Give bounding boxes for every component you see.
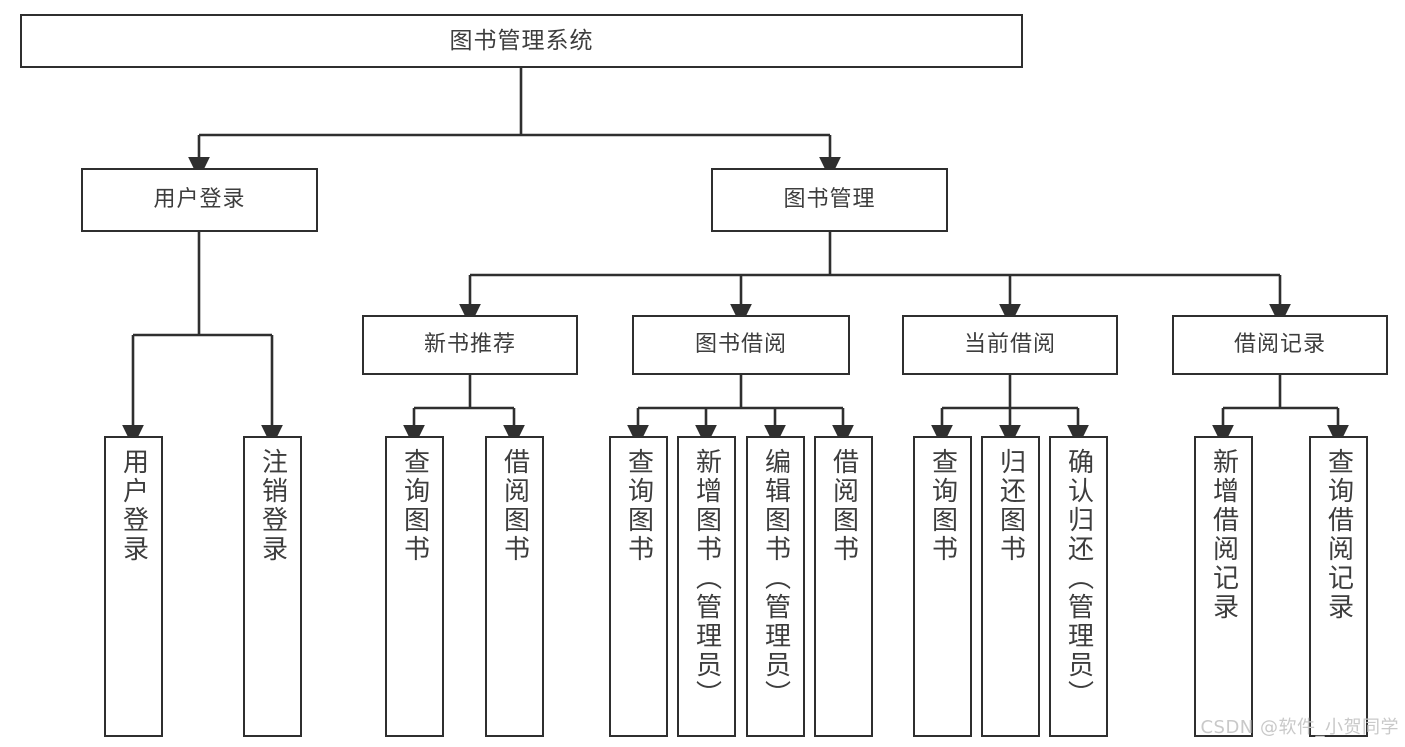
leaf-borrow-book-recommend[interactable]: 借阅图书 xyxy=(485,436,544,737)
node-label: 确认归还（管理员） xyxy=(1063,448,1094,709)
node-book-management[interactable]: 图书管理 xyxy=(711,168,948,232)
node-new-book-recommend[interactable]: 新书推荐 xyxy=(362,315,578,375)
node-label: 图书管理系统 xyxy=(449,27,594,54)
node-label: 借阅图书 xyxy=(828,448,859,564)
leaf-add-borrow-record[interactable]: 新增借阅记录 xyxy=(1194,436,1253,737)
leaf-borrow-book[interactable]: 借阅图书 xyxy=(814,436,873,737)
node-label: 用户登录 xyxy=(118,448,149,564)
node-label: 查询图书 xyxy=(399,448,430,564)
node-label: 图书管理 xyxy=(783,187,876,213)
leaf-return-book[interactable]: 归还图书 xyxy=(981,436,1040,737)
node-label: 借阅图书 xyxy=(499,448,530,564)
leaf-query-book-borrow[interactable]: 查询图书 xyxy=(609,436,668,737)
node-label: 新书推荐 xyxy=(423,332,516,358)
leaf-query-book-recommend[interactable]: 查询图书 xyxy=(385,436,444,737)
leaf-add-book-admin[interactable]: 新增图书（管理员） xyxy=(677,436,736,737)
node-current-borrow[interactable]: 当前借阅 xyxy=(902,315,1118,375)
leaf-user-login[interactable]: 用户登录 xyxy=(104,436,163,737)
node-book-borrow[interactable]: 图书借阅 xyxy=(632,315,850,375)
leaf-query-book-current[interactable]: 查询图书 xyxy=(913,436,972,737)
node-user-login[interactable]: 用户登录 xyxy=(81,168,318,232)
watermark-text: CSDN @软件_小贺同学 xyxy=(1200,717,1399,738)
leaf-confirm-return-admin[interactable]: 确认归还（管理员） xyxy=(1049,436,1108,737)
leaf-logout-login[interactable]: 注销登录 xyxy=(243,436,302,737)
node-label: 借阅记录 xyxy=(1233,332,1326,358)
node-label: 查询图书 xyxy=(623,448,654,564)
node-label: 查询图书 xyxy=(927,448,958,564)
node-root-system[interactable]: 图书管理系统 xyxy=(20,14,1023,68)
node-label: 归还图书 xyxy=(995,448,1026,564)
node-label: 用户登录 xyxy=(153,187,246,213)
leaf-edit-book-admin[interactable]: 编辑图书（管理员） xyxy=(746,436,805,737)
node-label: 当前借阅 xyxy=(963,332,1056,358)
node-borrow-record[interactable]: 借阅记录 xyxy=(1172,315,1388,375)
node-label: 新增借阅记录 xyxy=(1208,448,1239,622)
node-label: 图书借阅 xyxy=(694,332,787,358)
node-label: 查询借阅记录 xyxy=(1323,448,1354,622)
node-label: 注销登录 xyxy=(257,448,288,564)
node-label: 编辑图书（管理员） xyxy=(760,448,791,709)
leaf-query-borrow-record[interactable]: 查询借阅记录 xyxy=(1309,436,1368,737)
node-label: 新增图书（管理员） xyxy=(691,448,722,709)
